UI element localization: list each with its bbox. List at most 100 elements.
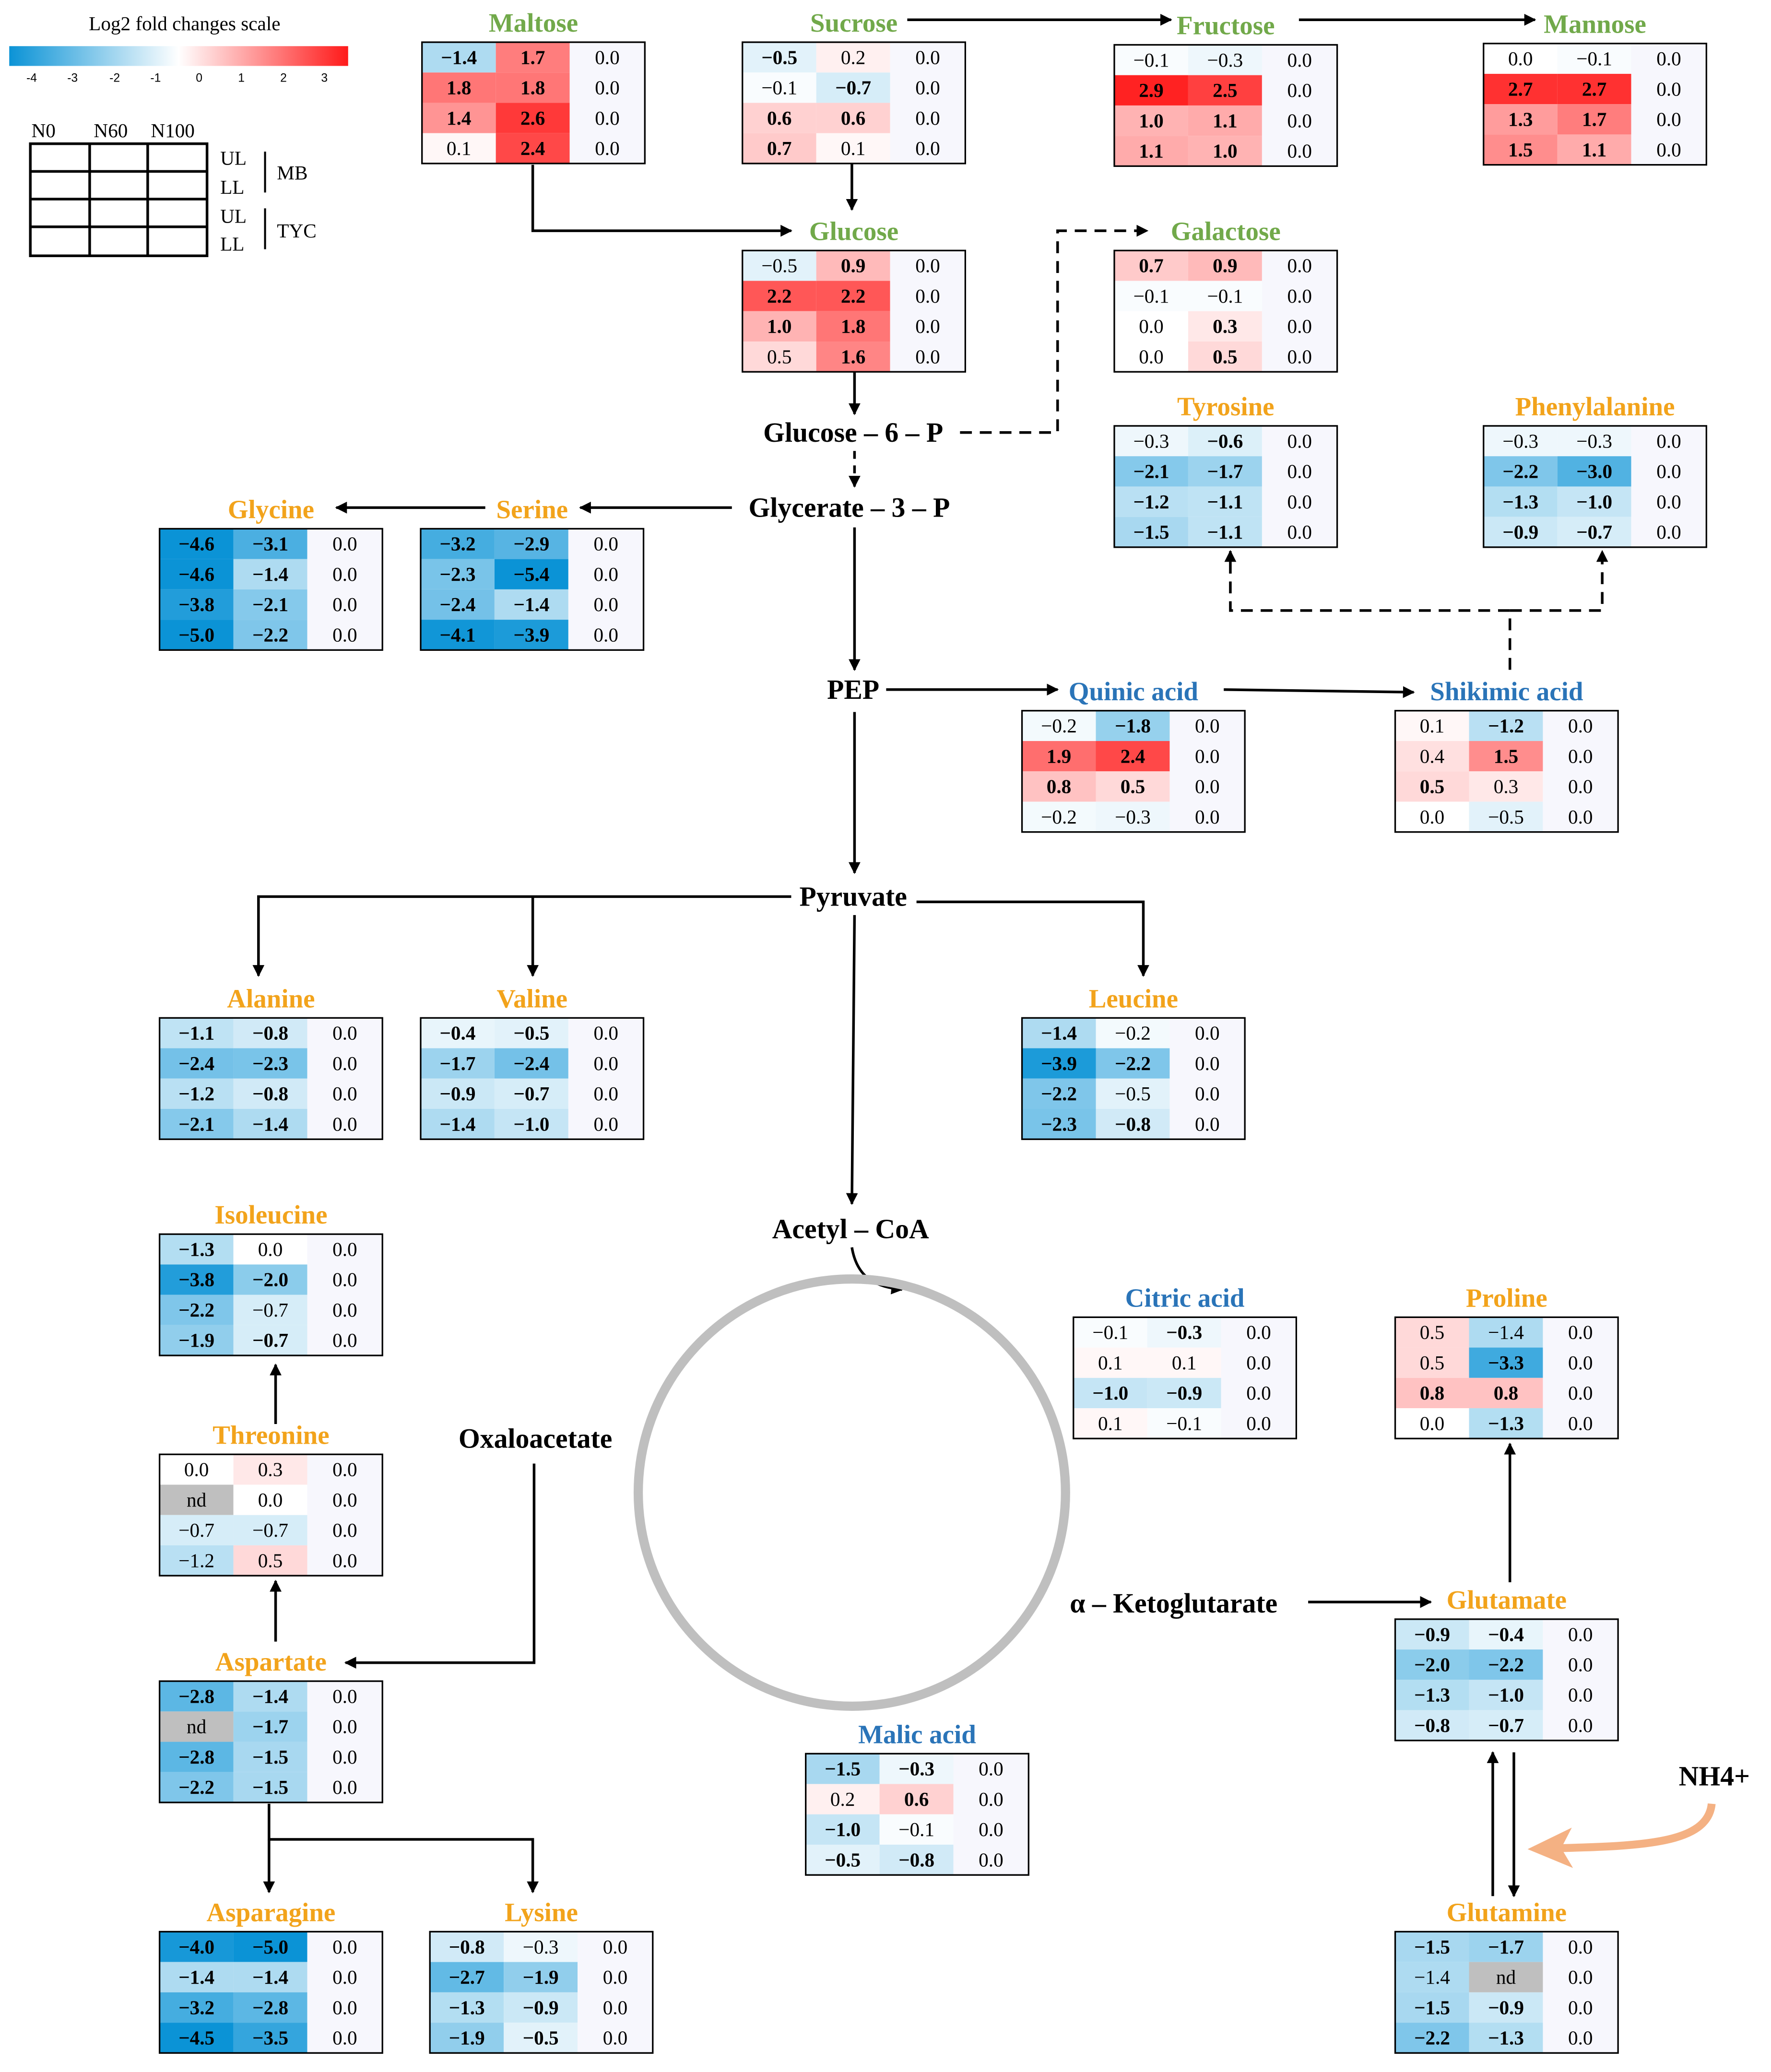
label-alpha-ketoglutarate: α – Ketoglutarate bbox=[1070, 1589, 1277, 1619]
heatmap-value: −2.9 bbox=[513, 533, 549, 555]
heatmap-value: 0.9 bbox=[841, 255, 866, 277]
arrow-shikimic-phenylalanine bbox=[1510, 550, 1608, 612]
heatmap-cell bbox=[307, 1454, 383, 1485]
heatmap-cell bbox=[307, 1962, 383, 1992]
heatmap-cell bbox=[307, 1711, 383, 1742]
heatmap-value: 0.0 bbox=[1287, 255, 1312, 277]
heatmap-value: 1.8 bbox=[447, 77, 472, 99]
heatmap-cell bbox=[1395, 741, 1469, 772]
heatmap-value: −5.0 bbox=[252, 1936, 288, 1958]
heatmap-value: −2.7 bbox=[449, 1966, 485, 1988]
heatmap-cell bbox=[1395, 1931, 1469, 1962]
heatmap-value: 0.0 bbox=[1287, 430, 1312, 452]
heatmap-value: 2.7 bbox=[1508, 78, 1533, 100]
heatmap-border bbox=[158, 1233, 383, 1356]
heatmap-cell bbox=[1543, 710, 1618, 741]
heatmap-cell bbox=[430, 1931, 504, 1962]
heatmap-cell bbox=[568, 1018, 644, 1048]
heatmap-value: 0.0 bbox=[332, 1996, 357, 2018]
heatmap-cell bbox=[1188, 341, 1262, 372]
heatmap-cell bbox=[233, 1962, 307, 1992]
heatmap-cell bbox=[879, 1814, 954, 1845]
heatmap-cell bbox=[1114, 456, 1188, 487]
heatmap-value: −0.3 bbox=[898, 1758, 934, 1780]
heatmap-value: −3.9 bbox=[513, 624, 549, 646]
heatmap-cell bbox=[159, 2023, 234, 2053]
metabolite-title: Glycine bbox=[228, 494, 314, 524]
heatmap-cell bbox=[1022, 801, 1096, 832]
heatmap-value: 0.0 bbox=[603, 1966, 628, 1988]
heatmap-border bbox=[158, 1017, 383, 1140]
heatmap-cell bbox=[233, 1742, 307, 1772]
metabolite-title: Sucrose bbox=[810, 8, 897, 37]
heatmap-value: −0.1 bbox=[1133, 49, 1169, 71]
heatmap-cell bbox=[1395, 1680, 1469, 1710]
heatmap-cell bbox=[1543, 1680, 1618, 1710]
heatmap-value: −0.3 bbox=[1207, 49, 1243, 71]
heatmap-cell bbox=[233, 1108, 307, 1140]
heatmap-value: 0.8 bbox=[1420, 1382, 1445, 1404]
heatmap-cell bbox=[1188, 456, 1262, 487]
heatmap-value: −2.3 bbox=[1041, 1113, 1077, 1135]
heatmap-value: 1.8 bbox=[841, 315, 866, 337]
heatmap-value: −1.0 bbox=[1092, 1382, 1128, 1404]
heatmap-cell bbox=[1262, 250, 1337, 281]
heatmap-value: 2.4 bbox=[520, 137, 545, 159]
metabolite-title: Malic acid bbox=[858, 1719, 976, 1749]
heatmap-value: 0.7 bbox=[1139, 255, 1164, 277]
heatmap-value: 0.0 bbox=[258, 1238, 283, 1260]
heatmap-value: 0.0 bbox=[258, 1489, 283, 1511]
heatmap-value: 0.0 bbox=[1568, 1623, 1593, 1645]
heatmap-value: 0.0 bbox=[1656, 460, 1681, 483]
heatmap-cell bbox=[504, 1992, 578, 2023]
heatmap-cell bbox=[159, 529, 234, 559]
heatmap-border bbox=[1394, 1931, 1619, 2054]
heatmap-value: 0.0 bbox=[332, 1685, 357, 1707]
label-pep: PEP bbox=[827, 675, 879, 705]
heatmap-value: −0.6 bbox=[1207, 430, 1243, 452]
legend-row-ul-2: UL bbox=[220, 205, 247, 227]
heatmap-value: 0.0 bbox=[1568, 1412, 1593, 1434]
heatmap-value: 0.6 bbox=[841, 107, 866, 129]
heatmap-value: 1.9 bbox=[1047, 745, 1072, 767]
heatmap-cell bbox=[1395, 1992, 1469, 2023]
heatmap-cell bbox=[233, 1078, 307, 1109]
heatmap-cell bbox=[1395, 2023, 1469, 2053]
heatmap-cell bbox=[568, 620, 644, 650]
heatmap-value: −2.1 bbox=[1133, 460, 1169, 483]
heatmap-value: 0.0 bbox=[1420, 1412, 1445, 1434]
arrow-aspartate-lysine bbox=[268, 1803, 539, 1894]
heatmap-value: −0.5 bbox=[1115, 1083, 1151, 1105]
heatmap-cell bbox=[1114, 45, 1188, 75]
heatmap-value: 0.0 bbox=[1656, 521, 1681, 543]
heatmap-cell bbox=[307, 559, 383, 589]
heatmap-value: 0.0 bbox=[1287, 79, 1312, 101]
heatmap-cell bbox=[307, 1772, 383, 1803]
heatmap-value: 0.3 bbox=[1494, 776, 1519, 798]
heatmap-cell bbox=[1147, 1317, 1221, 1348]
heatmap-cell bbox=[159, 1681, 234, 1712]
heatmap-value: 0.5 bbox=[258, 1549, 283, 1571]
heatmap-value: 2.2 bbox=[767, 285, 792, 307]
heatmap-cell bbox=[1483, 456, 1558, 487]
heatmap-value: −2.2 bbox=[1115, 1052, 1151, 1074]
heatmap-cell bbox=[953, 1844, 1029, 1875]
heatmap-cell bbox=[1114, 341, 1188, 372]
heatmap-value: 0.0 bbox=[979, 1848, 1004, 1871]
heatmap-cell bbox=[1188, 517, 1262, 547]
heatmap-value: 0.0 bbox=[1195, 1052, 1220, 1074]
heatmap-cell bbox=[1169, 1108, 1245, 1140]
heatmap-value: 0.0 bbox=[184, 1459, 209, 1481]
heatmap-value: 0.1 bbox=[447, 137, 472, 159]
heatmap-value: 0.0 bbox=[979, 1818, 1004, 1840]
heatmap-cell bbox=[1543, 1347, 1618, 1378]
legend-tick-label: 3 bbox=[321, 71, 328, 84]
heatmap-cell bbox=[568, 1108, 644, 1140]
heatmap-cell bbox=[578, 1962, 653, 1992]
heatmap-cell bbox=[1395, 771, 1469, 802]
